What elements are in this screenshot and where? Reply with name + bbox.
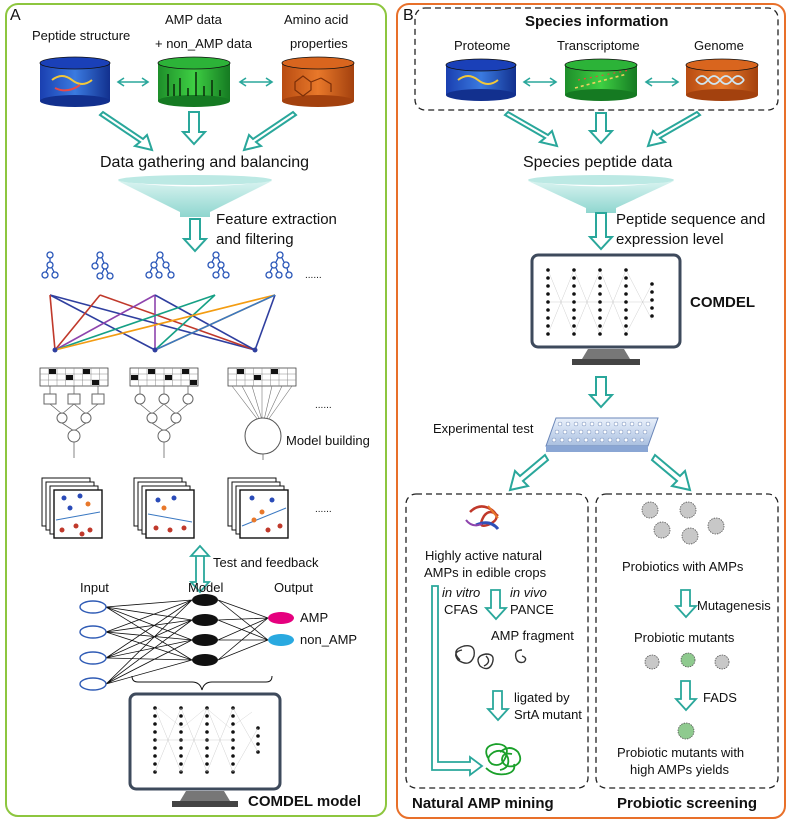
panel-b-border <box>396 3 786 819</box>
species-peptide-label: Species peptide data <box>523 154 673 171</box>
funnel-icon <box>528 175 674 213</box>
omics-transcriptome: Transcriptome <box>557 38 640 53</box>
probiotics-icon <box>641 501 725 545</box>
mutagenesis-label: Mutagenesis <box>697 598 771 613</box>
database-cylinder-amp <box>157 56 231 107</box>
long-path-arrow <box>431 585 484 777</box>
panel-a-letter: A <box>10 7 21 24</box>
updown-arrow-icon <box>188 544 212 594</box>
protein-structure-icon <box>465 505 500 531</box>
down-arrow-icon <box>673 680 699 712</box>
feature-crossing-lines <box>49 294 276 351</box>
omics-genome: Genome <box>694 38 744 53</box>
in-vivo-label: in vivo <box>510 585 547 600</box>
gather-label: Data gathering and balancing <box>100 154 309 171</box>
seq-expr-label-2: expression level <box>616 231 724 248</box>
probiotic-mutants-label: Probiotic mutants <box>634 630 735 645</box>
natural-mining-title: Natural AMP mining <box>412 795 554 812</box>
comdel-label: COMDEL <box>690 294 755 311</box>
experimental-test-label: Experimental test <box>433 421 534 436</box>
down-arrow-icon <box>673 589 699 619</box>
peptide-fragments-icon <box>455 645 527 670</box>
natural-desc-2: AMPs in edible crops <box>424 565 547 580</box>
ligated-peptide-icon <box>485 743 522 776</box>
neural-network <box>79 594 294 691</box>
database-cylinder-proteome <box>445 58 517 101</box>
net-amp-label: AMP <box>300 610 328 625</box>
species-info-box <box>414 7 779 111</box>
down-arrow-icon <box>485 690 511 722</box>
source-peptide-structure: Peptide structure <box>32 28 130 43</box>
comdel-model-label: COMDEL model <box>248 793 361 810</box>
model-building-label: Model building <box>286 433 370 448</box>
model-structures <box>39 367 297 460</box>
test-feedback-label: Test and feedback <box>213 555 319 570</box>
microplate-icon <box>545 417 659 452</box>
comdel-monitor-icon <box>530 253 682 365</box>
mutants-icon <box>644 652 730 670</box>
converge-arrows-b <box>503 110 702 148</box>
net-input-label: Input <box>80 580 109 595</box>
pance-label: PANCE <box>510 602 554 617</box>
omics-proteome: Proteome <box>454 38 510 53</box>
database-cylinder-transcriptome <box>564 58 638 101</box>
down-arrow-icon <box>587 376 615 409</box>
seq-expr-label-1: Peptide sequence and <box>616 211 765 228</box>
net-non-amp-label: non_AMP <box>300 632 357 647</box>
net-model-label: Model <box>188 580 224 595</box>
source-non-amp-data: + non_AMP data <box>155 36 253 51</box>
probiotic-screening-title: Probiotic screening <box>617 795 757 812</box>
source-properties: properties <box>290 36 348 51</box>
high-yield-label-2: high AMPs yields <box>630 762 729 777</box>
fads-label: FADS <box>703 690 737 705</box>
ellipsis-models: ...... <box>315 400 332 411</box>
feature-tree-icons <box>41 251 293 280</box>
probiotic-box <box>595 493 779 789</box>
funnel-icon <box>118 175 272 217</box>
ligated-label-2: SrtA mutant <box>514 707 582 722</box>
double-arrow-icon <box>522 77 680 87</box>
species-info-title: Species information <box>525 13 668 30</box>
down-arrow-icon <box>181 218 209 253</box>
output-non-amp-node <box>268 634 294 646</box>
ligated-label-1: ligated by <box>514 690 570 705</box>
ellipsis-cards: ...... <box>315 504 332 515</box>
natural-desc-1: Highly active natural <box>425 548 542 563</box>
branch-arrows <box>508 453 692 492</box>
in-vitro-label: in vitro <box>442 585 480 600</box>
output-amp-node <box>268 612 294 624</box>
panel-a-border <box>5 3 387 817</box>
source-amino-acid: Amino acid <box>284 12 348 27</box>
high-yield-label-1: Probiotic mutants with <box>617 745 744 760</box>
down-arrow-icon <box>483 589 509 621</box>
source-amp-data: AMP data <box>165 12 223 27</box>
database-cylinder-genome <box>685 58 759 101</box>
feature-label-1: Feature extraction <box>216 211 337 228</box>
panel-b-letter: B <box>403 7 414 24</box>
selected-mutant-icon <box>677 722 695 740</box>
evaluation-card-stacks <box>41 477 289 539</box>
natural-mining-box <box>405 493 589 789</box>
database-cylinder-structure <box>39 56 111 107</box>
down-arrow-icon <box>587 212 615 251</box>
double-arrow-icon <box>116 77 274 87</box>
database-cylinder-amino-acid <box>281 56 355 107</box>
cfas-label: CFAS <box>444 602 478 617</box>
amp-fragment-label: AMP fragment <box>491 628 574 643</box>
feature-label-2: and filtering <box>216 231 294 248</box>
ellipsis-trees: ...... <box>305 270 322 281</box>
monitor-icon <box>128 692 282 807</box>
net-output-label: Output <box>274 580 313 595</box>
probiotics-with-amps-label: Probiotics with AMPs <box>622 559 744 574</box>
converge-arrows-a <box>98 110 298 152</box>
